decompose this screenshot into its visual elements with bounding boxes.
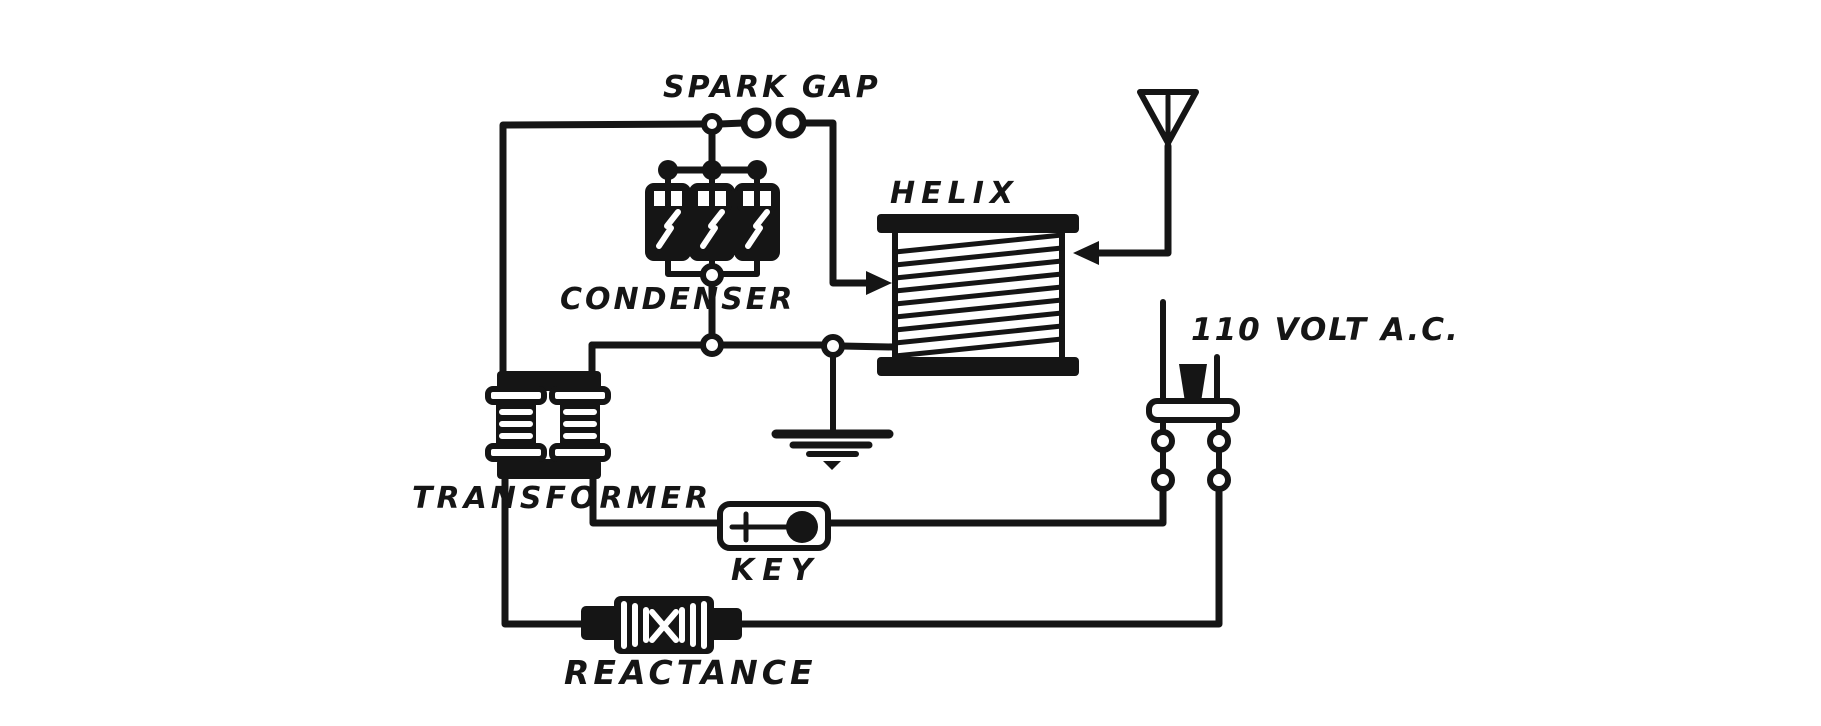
transformer-label: TRANSFORMER bbox=[412, 481, 713, 516]
ground-symbol bbox=[771, 429, 894, 470]
power-plug-symbol bbox=[1146, 299, 1240, 492]
spark-gap-label: SPARK GAP bbox=[663, 70, 881, 105]
wire-junction-ball bbox=[716, 119, 747, 128]
lead-eyelet bbox=[1207, 429, 1231, 453]
lead-eyelet bbox=[1151, 468, 1175, 492]
transformer-bottom-bar bbox=[497, 459, 601, 479]
spark-gap-junction-node bbox=[701, 113, 723, 135]
wire-primary-to-reactance bbox=[501, 474, 592, 628]
reactance-crossover bbox=[649, 609, 679, 643]
plug-body bbox=[1179, 364, 1207, 402]
spark-ball-left bbox=[740, 107, 772, 139]
wires bbox=[499, 119, 1223, 628]
plug-lead-segments bbox=[1160, 417, 1222, 475]
condenser-label: CONDENSER bbox=[560, 282, 796, 317]
condenser-jar-left bbox=[645, 183, 691, 261]
helix-symbol bbox=[866, 214, 1099, 376]
wire-antenna-helix bbox=[1094, 142, 1172, 257]
reactance-end-left bbox=[581, 606, 619, 640]
condenser-bottom-node bbox=[700, 263, 724, 287]
voltage-label: 110 VOLT A.C. bbox=[1191, 312, 1460, 348]
spark-ball-right bbox=[775, 107, 807, 139]
wire-sparkgap-helix bbox=[800, 119, 870, 287]
wire-top-left bbox=[499, 120, 707, 376]
transformer-symbol bbox=[485, 371, 611, 479]
condenser-dot-right bbox=[747, 160, 767, 180]
condenser-symbol bbox=[645, 160, 780, 287]
condenser-jar-mid bbox=[689, 183, 735, 261]
wire-lower-bus bbox=[588, 341, 897, 351]
helix-label: HELIX bbox=[890, 176, 1020, 211]
condenser-dot-left bbox=[658, 160, 678, 180]
helix-bottom-plate bbox=[877, 357, 1079, 376]
condenser-jar-right bbox=[734, 183, 780, 261]
wire-plug-to-reactance bbox=[738, 485, 1223, 628]
reactance-label: REACTANCE bbox=[564, 653, 817, 692]
helix-top-plate bbox=[877, 214, 1079, 233]
antenna-symbol bbox=[1137, 89, 1199, 146]
wire-key-to-plug bbox=[825, 485, 1167, 527]
arrow-into-helix-left-icon bbox=[866, 271, 892, 295]
bus-node-ground bbox=[821, 334, 845, 358]
reactance-end-right bbox=[708, 608, 742, 640]
key-knob bbox=[786, 511, 818, 543]
socket-bar bbox=[1146, 398, 1240, 423]
lead-eyelet bbox=[1207, 468, 1231, 492]
wire-primary-to-key bbox=[589, 474, 724, 527]
condenser-dot-mid bbox=[702, 160, 722, 180]
spark-gap-symbol bbox=[701, 107, 807, 139]
telegraph-key-symbol bbox=[717, 501, 831, 551]
transformer-spool-right bbox=[549, 386, 611, 462]
reactance-symbol bbox=[581, 596, 742, 654]
transformer-spool-left bbox=[485, 386, 547, 462]
helix-turns bbox=[892, 232, 1065, 359]
bus-node-condenser bbox=[700, 333, 724, 357]
key-label: KEY bbox=[731, 553, 821, 588]
arrow-into-helix-right-icon bbox=[1073, 241, 1099, 265]
lead-eyelet bbox=[1151, 429, 1175, 453]
